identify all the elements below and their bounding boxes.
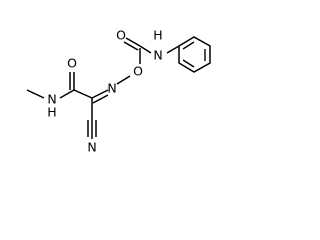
bond-c1-c2 (73, 89, 93, 99)
bond-c2-n-b (92, 94, 109, 104)
bond-n-c1 (59, 89, 75, 99)
bond-c3-n (139, 45, 152, 54)
atom-n-nitrile: N (87, 140, 96, 155)
chemical-structure: O N H N O O H N N (26, 28, 211, 155)
atom-n-amide-right: N (153, 48, 162, 63)
bond-methyl-n (26, 89, 45, 99)
atom-o-carbonyl-right: O (116, 28, 126, 43)
bond-c3-o-b (123, 41, 139, 51)
atom-n-oxime: N (107, 81, 116, 96)
bond-n-o (116, 75, 131, 85)
bond-c3-o-a (125, 37, 141, 47)
atom-labels: O N H N O O H N N (47, 28, 162, 155)
benzene-hexagon (178, 36, 211, 73)
benzene-inner-3 (182, 59, 195, 68)
phenyl-ring (178, 36, 211, 73)
atom-o-carbonyl-left: O (67, 56, 77, 71)
atom-h-amide-right: H (153, 28, 162, 43)
atom-o-ester: O (133, 64, 143, 79)
bond-c2-n-a (91, 89, 109, 99)
bond-n-ph (166, 45, 180, 54)
bonds (26, 37, 180, 139)
atom-h-amide-left: H (47, 105, 56, 120)
atom-n-amide-left: N (47, 92, 56, 107)
benzene-inner-1 (182, 41, 195, 50)
